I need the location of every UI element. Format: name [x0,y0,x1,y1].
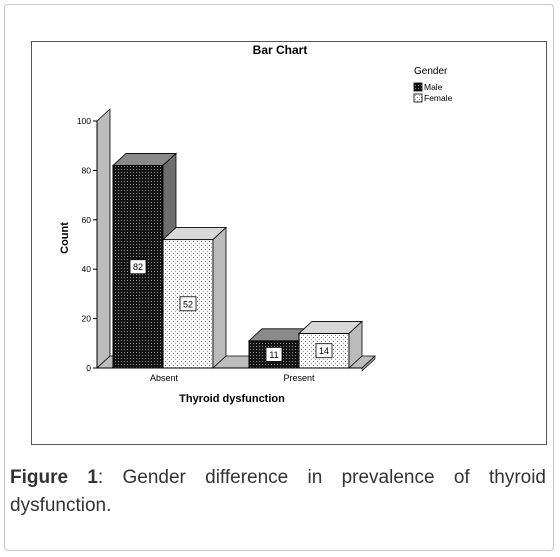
y-tick-label: 80 [82,165,92,175]
data-label: 14 [319,346,329,356]
figure-caption: Figure 1: Gender difference in prevalenc… [10,464,546,520]
caption-label: Figure 1 [10,467,98,488]
data-label: 52 [183,299,193,309]
x-axis-label: Thyroid dysfunction [179,393,285,405]
y-tick-label: 0 [86,363,91,373]
y-axis-label: Count [59,222,71,254]
x-tick-label: Absent [150,373,179,383]
data-label-box [179,296,197,312]
data-label-box [315,343,333,359]
legend-label: Male [424,82,443,92]
floor-edge [361,355,376,372]
caption-text: : Gender difference in prevalence of thy… [10,467,546,516]
legend-swatch [413,82,423,92]
data-label: 82 [133,262,143,272]
data-label-box [129,259,147,275]
data-label-box [265,347,283,362]
bar-side-female-present [348,320,363,369]
x-tick-label: Present [283,373,315,383]
y-tick-label: 100 [77,116,91,126]
legend-swatch [413,93,423,103]
y-tick-label: 60 [82,215,92,225]
legend-label: Female [424,93,453,103]
y-tick-label: 40 [82,264,92,274]
data-label: 11 [269,350,278,360]
side-wall [96,108,111,369]
chart-title: Bar Chart [253,43,308,57]
legend-title: Gender [414,66,448,77]
y-tick-label: 20 [82,314,92,324]
figure-frame [4,4,554,551]
bar-side-female-absent [212,226,227,369]
